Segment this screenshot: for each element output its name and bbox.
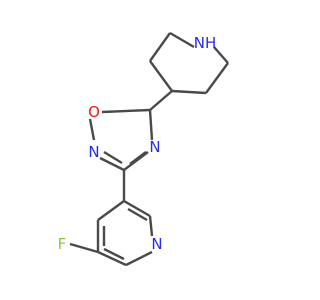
bond-oxd-n4-c5 bbox=[148, 109, 154, 141]
bond-pyr-c6-c5 bbox=[97, 250, 127, 267]
atom-label-pyridine-n: N bbox=[151, 235, 162, 253]
bond-pyr-n1-c6 bbox=[125, 250, 153, 267]
bond-pyr-dbl-a bbox=[127, 207, 148, 222]
molecule-structure-diagram: NH O N N N F bbox=[58, 31, 229, 267]
bond-oxd-c5-o1 bbox=[101, 108, 151, 114]
atom-label-oxadiazole-n2: N bbox=[88, 143, 99, 161]
bond-oxd-n2-c3-dbl bbox=[103, 150, 123, 165]
bond-pyr-c4-c3 bbox=[97, 200, 125, 221]
bond-oxd-c3-n4-dbl bbox=[129, 151, 147, 165]
atom-label-oxadiazole-o: O bbox=[88, 103, 100, 121]
bond-oxd-o1-n2 bbox=[88, 118, 96, 141]
atom-label-fluorine: F bbox=[58, 235, 67, 253]
bond-pip-c-c bbox=[149, 60, 173, 92]
bond-c-f bbox=[69, 242, 99, 254]
bond-pip-c-d bbox=[171, 89, 207, 95]
atom-label-piperidine-nh: NH bbox=[194, 34, 217, 52]
atom-label-oxadiazole-n4: N bbox=[149, 138, 160, 156]
bond-oxd-n2-c3 bbox=[99, 156, 125, 172]
bond-pyr-c3-c2 bbox=[123, 199, 151, 218]
bonds-group bbox=[69, 31, 229, 267]
bond-pip-c-e bbox=[205, 62, 229, 94]
bond-pip-c-a bbox=[169, 31, 195, 49]
bond-pip-c-b bbox=[149, 32, 171, 62]
bond-pyr-dbl-b bbox=[103, 247, 125, 261]
bond-pip-oxd bbox=[149, 90, 173, 111]
bond-pyr-c2-n1 bbox=[148, 215, 154, 237]
bond-pip-c-f bbox=[213, 46, 229, 64]
